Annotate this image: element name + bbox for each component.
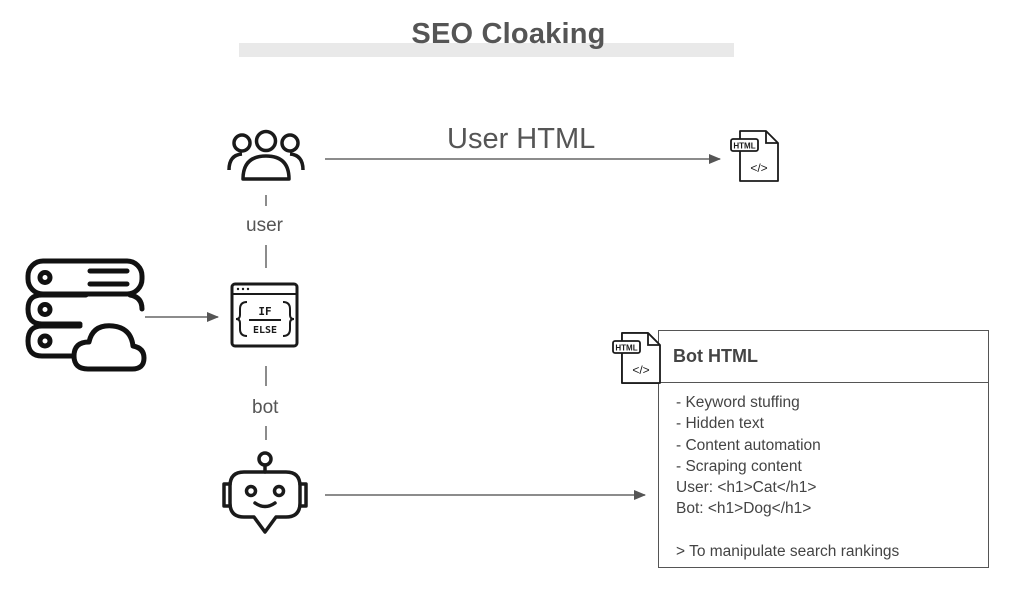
if-text: IF — [258, 305, 271, 318]
code-tag-text-top: </> — [750, 161, 767, 175]
html-badge-text-card: HTML — [615, 344, 637, 353]
card-line: Bot: <h1>Dog</h1> — [676, 500, 812, 518]
card-line: User: <h1>Cat</h1> — [676, 479, 817, 497]
bot-label: bot — [252, 397, 279, 418]
title-highlight — [239, 43, 734, 57]
card-line: - Content automation — [676, 436, 821, 454]
card-body: - Keyword stuffing - Hidden text - Content… — [659, 383, 988, 562]
card-line: - Hidden text — [676, 415, 764, 433]
user-html-label: User HTML — [447, 123, 596, 155]
server-cloud-icon — [25, 258, 147, 372]
users-group-icon — [227, 129, 305, 181]
bot-html-card: Bot HTML - Keyword stuffing - Hidden text… — [658, 330, 989, 568]
html-file-icon: HTML </> — [612, 332, 661, 384]
html-badge-text-top: HTML — [733, 142, 755, 151]
user-label: user — [246, 215, 283, 236]
code-tag-text-card: </> — [632, 363, 649, 377]
html-file-icon-top: HTML </> — [730, 130, 779, 182]
card-line: - Keyword stuffing — [676, 394, 800, 411]
page-title: SEO Cloaking — [411, 18, 606, 50]
else-text: ELSE — [253, 325, 277, 336]
robot-icon — [222, 451, 308, 534]
card-header: Bot HTML — [659, 331, 988, 383]
card-line: > To manipulate search rankings — [676, 543, 900, 561]
card-title: Bot HTML — [673, 346, 758, 366]
if-else-code-window-icon: IF ELSE — [230, 282, 299, 348]
card-line: - Scraping content — [676, 457, 802, 475]
